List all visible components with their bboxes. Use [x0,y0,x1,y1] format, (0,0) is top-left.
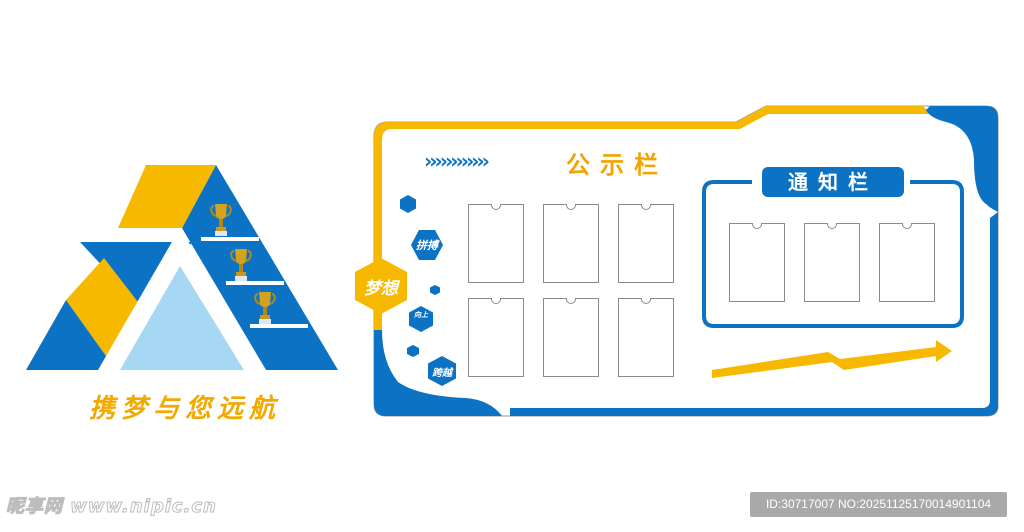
hexagon-dot-icon [407,345,419,357]
trophy-icon [210,202,232,238]
watermark-site: 昵享网 www.nipic.cn [6,496,217,518]
announcement-pocket[interactable] [543,204,599,283]
hexagon-badge-xiangshang: 向上 [409,306,433,332]
hexagon-dot-icon [430,285,440,295]
hexagon-dot-icon [400,195,416,213]
notice-pocket[interactable] [729,223,785,302]
notice-pocket[interactable] [879,223,935,302]
hexagon-badge-kuayue: 跨越 [428,356,456,386]
trophy-icon [254,290,276,326]
announcement-pocket[interactable] [618,298,674,377]
notice-pocket[interactable] [804,223,860,302]
slogan-text: 携梦与您远航 [88,394,281,424]
watermark-id: ID:30717007 NO:20251125170014901104 [750,492,1007,517]
hexagon-badge-pinbo: 拼搏 [410,228,444,262]
announcement-pocket[interactable] [543,298,599,377]
chevron-decoration-icon: ›››››››››››› [424,149,490,173]
logo [20,150,350,380]
hexagon-badge-mengxiang: 梦想 [355,258,407,314]
triangle-a-logo-icon [26,165,338,370]
trophy-icon [230,247,252,283]
announcement-pocket[interactable] [618,204,674,283]
notice-title: 通知栏 [762,167,904,197]
announcement-pocket[interactable] [468,204,524,283]
announcement-pocket[interactable] [468,298,524,377]
announcement-title: 公示栏 [566,151,668,179]
